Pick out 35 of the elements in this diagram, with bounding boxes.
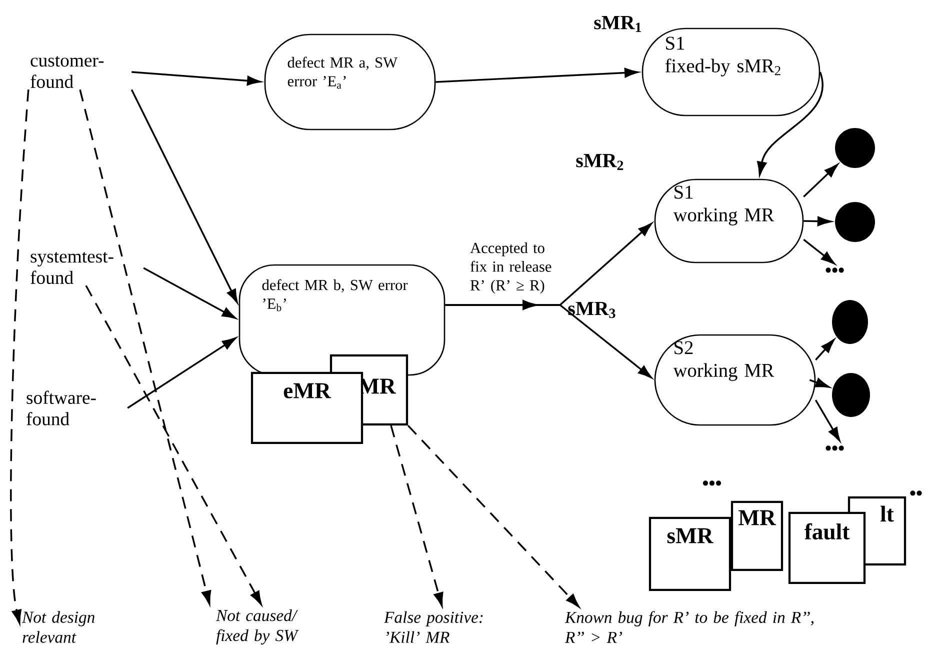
arrow: [803, 164, 838, 198]
box-heading: sMR$_{1}$: [594, 16, 641, 32]
document-box: eMR: [250, 372, 364, 444]
box-heading: sMR$_{2}$: [576, 154, 624, 170]
outcome-label: Not design relevant: [22, 611, 94, 643]
filled-circle: [832, 373, 870, 417]
document-box: fault: [788, 512, 866, 584]
outcome-label: Known bug for R’ to be fixed in R’’, R’’ > R’: [564, 611, 814, 643]
arrow: [407, 424, 580, 608]
arrow: [803, 238, 835, 264]
ellipsis: •••: [702, 480, 722, 486]
filled-circle: [832, 300, 868, 344]
rounded-box: S1 working MR: [654, 178, 804, 264]
outcome-label: False positive: ’Kill’ MR: [384, 611, 483, 643]
edge-label: Accepted to fix in release R’ (R’ ≥ R): [468, 241, 568, 295]
ellipsis: •••: [826, 268, 844, 273]
rounded-box: S1 fixed-by sMR$_{2}$: [642, 28, 820, 116]
arrow: [804, 216, 832, 226]
arrow: [390, 425, 444, 606]
arrow: [814, 400, 840, 442]
source-label: software- found: [26, 390, 96, 426]
box-heading: sMR$_{3}$: [568, 302, 616, 318]
filled-circle: [835, 128, 875, 168]
arrow: [10, 90, 30, 624]
filled-circle: [835, 202, 875, 242]
document-box: sMR: [648, 516, 732, 592]
rounded-box: defect MR a, SW error ’E$_{a}$’: [264, 34, 436, 130]
ellipsis: ••: [910, 490, 922, 496]
outcome-label: Not caused/ fixed by SW: [216, 609, 299, 645]
document-box: MR: [730, 500, 784, 572]
source-label: customer- found: [30, 56, 104, 88]
rounded-box: S2 working MR: [654, 334, 816, 426]
arrow: [445, 300, 652, 378]
ellipsis: •••: [826, 446, 844, 451]
arrow: [815, 339, 834, 360]
